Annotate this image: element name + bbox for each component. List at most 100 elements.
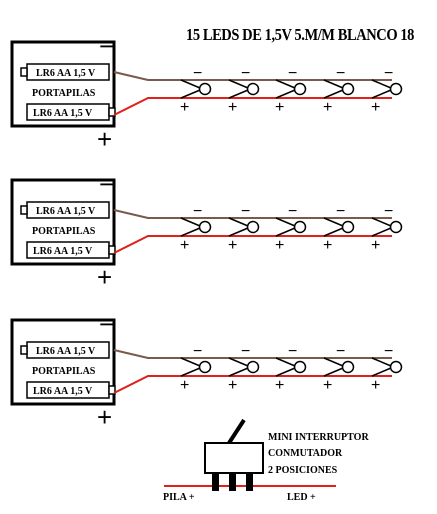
- led-bulb: [198, 360, 212, 374]
- led-minus-sign: −: [336, 343, 345, 360]
- led-minus-sign: −: [193, 65, 202, 82]
- led-minus-sign: −: [241, 343, 250, 360]
- led-minus-sign: −: [193, 343, 202, 360]
- mini-switch: MINI INTERRUPTOR CONMUTADOR 2 POSICIONES…: [163, 418, 369, 503]
- led-minus-sign: −: [384, 343, 393, 360]
- led-lead-positive: [180, 367, 201, 377]
- switch-pin-2: [229, 473, 236, 491]
- led-minus-sign: −: [288, 343, 297, 360]
- negative-wire: [113, 209, 392, 219]
- led-minus-sign: −: [336, 65, 345, 82]
- led-plus-sign: +: [275, 237, 284, 254]
- led-plus-sign: +: [371, 377, 380, 394]
- led-label: LED +: [287, 492, 316, 503]
- led-4: −+: [323, 65, 355, 116]
- led-bulb: [246, 82, 260, 96]
- led-plus-sign: +: [371, 99, 380, 116]
- led-2: −+: [228, 65, 260, 116]
- led-minus-sign: −: [241, 203, 250, 220]
- led-lead-positive: [180, 89, 201, 99]
- led-lead-negative: [228, 79, 249, 89]
- switch-label-line3: 2 POSICIONES: [268, 465, 338, 476]
- led-1: −+: [180, 203, 212, 254]
- led-bulb: [389, 360, 403, 374]
- led-4: −+: [323, 343, 355, 394]
- led-minus-sign: −: [384, 65, 393, 82]
- battery-cell-1-terminal: [20, 345, 28, 355]
- led-plus-sign: +: [180, 237, 189, 254]
- led-lead-positive: [371, 227, 392, 237]
- holder-label: PORTAPILAS: [32, 88, 96, 99]
- switch-pin-3: [246, 473, 253, 491]
- led-plus-sign: +: [228, 99, 237, 116]
- led-plus-sign: +: [323, 237, 332, 254]
- led-lead-negative: [180, 217, 201, 227]
- led-lead-positive: [275, 227, 296, 237]
- led-bulb: [293, 220, 307, 234]
- led-lead-negative: [323, 217, 344, 227]
- holder-plus-sign: +: [97, 402, 112, 432]
- led-lead-negative: [228, 217, 249, 227]
- led-2: −+: [228, 343, 260, 394]
- led-lead-negative: [275, 357, 296, 367]
- led-lead-positive: [323, 367, 344, 377]
- led-lead-positive: [228, 367, 249, 377]
- battery-cell-1-terminal: [20, 205, 28, 215]
- battery-cell-1-terminal: [20, 67, 28, 77]
- battery-cell-2-terminal: [108, 385, 116, 395]
- led-bulb: [389, 82, 403, 96]
- led-lead-positive: [323, 227, 344, 237]
- led-5: −+: [371, 203, 403, 254]
- led-2: −+: [228, 203, 260, 254]
- positive-wire: [113, 375, 392, 394]
- led-lead-negative: [180, 79, 201, 89]
- led-1: −+: [180, 343, 212, 394]
- switch-pin-1: [212, 473, 219, 491]
- led-lead-positive: [275, 89, 296, 99]
- led-bulb: [341, 220, 355, 234]
- positive-wire: [113, 97, 392, 116]
- negative-wire: [113, 349, 392, 359]
- led-lead-positive: [180, 227, 201, 237]
- led-3: −+: [275, 65, 307, 116]
- led-bulb: [198, 220, 212, 234]
- battery-cell-1-label: LR6 AA 1,5 V: [36, 206, 96, 217]
- led-minus-sign: −: [288, 203, 297, 220]
- led-lead-positive: [323, 89, 344, 99]
- negative-wire: [113, 71, 392, 81]
- led-lead-positive: [275, 367, 296, 377]
- led-lead-negative: [180, 357, 201, 367]
- battery-cell-2-label: LR6 AA 1,5 V: [33, 246, 93, 257]
- led-plus-sign: +: [228, 237, 237, 254]
- led-minus-sign: −: [193, 203, 202, 220]
- holder-plus-sign: +: [97, 262, 112, 292]
- switch-label-line1: MINI INTERRUPTOR: [268, 432, 369, 443]
- led-lead-positive: [371, 367, 392, 377]
- led-3: −+: [275, 203, 307, 254]
- led-lead-negative: [323, 357, 344, 367]
- led-lead-negative: [275, 79, 296, 89]
- pila-label: PILA +: [163, 492, 195, 503]
- led-minus-sign: −: [241, 65, 250, 82]
- holder-plus-sign: +: [97, 124, 112, 154]
- battery-cell-2-terminal: [108, 107, 116, 117]
- led-bulb: [246, 360, 260, 374]
- holder-label: PORTAPILAS: [32, 366, 96, 377]
- led-minus-sign: −: [336, 203, 345, 220]
- led-1: −+: [180, 65, 212, 116]
- led-lead-negative: [323, 79, 344, 89]
- led-lead-positive: [228, 89, 249, 99]
- led-lead-negative: [371, 79, 392, 89]
- led-bulb: [293, 360, 307, 374]
- switch-body: [204, 442, 264, 474]
- led-lead-positive: [371, 89, 392, 99]
- led-4: −+: [323, 203, 355, 254]
- led-plus-sign: +: [275, 99, 284, 116]
- led-lead-negative: [371, 217, 392, 227]
- led-plus-sign: +: [180, 377, 189, 394]
